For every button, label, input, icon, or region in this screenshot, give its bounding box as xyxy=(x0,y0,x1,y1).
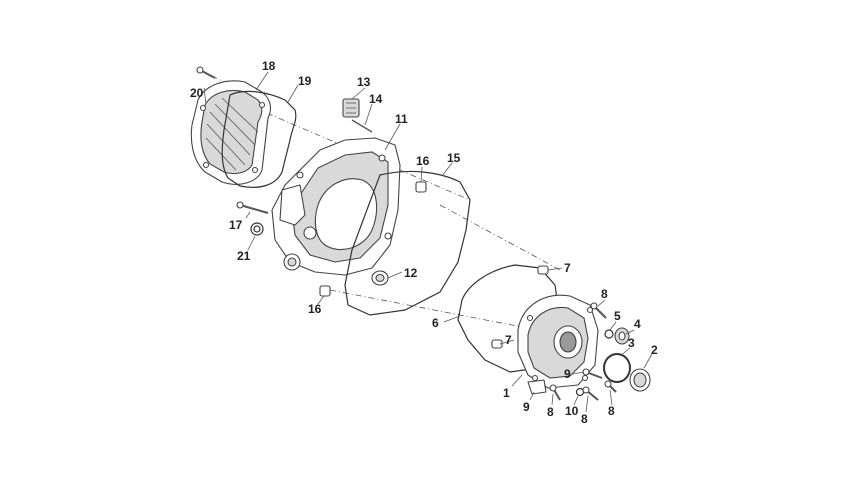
callout-8-mid: 8 xyxy=(581,412,588,426)
callout-2: 2 xyxy=(651,343,658,357)
outer-clutch-cover xyxy=(190,80,272,185)
callout-15: 15 xyxy=(447,151,461,165)
bolt-20 xyxy=(196,66,216,79)
clutch-cover-11 xyxy=(271,137,401,276)
bolt-8-mid xyxy=(582,386,599,401)
callouts: 20 18 19 13 14 11 16 15 17 21 12 16 7 8 … xyxy=(190,59,658,426)
dowel-pin-16-bottom xyxy=(319,285,331,297)
bolt-17 xyxy=(236,201,269,214)
oil-seal-12 xyxy=(371,270,389,286)
callout-14: 14 xyxy=(369,92,383,106)
callout-6: 6 xyxy=(432,316,439,330)
callout-11: 11 xyxy=(395,112,408,126)
callout-13: 13 xyxy=(357,75,371,89)
callout-8-top: 8 xyxy=(601,287,608,301)
callout-18: 18 xyxy=(262,59,276,73)
leader-lines xyxy=(203,71,653,413)
spring-14 xyxy=(351,119,373,133)
callout-9-right: 9 xyxy=(564,367,571,381)
clip-21 xyxy=(250,222,264,236)
cap-2 xyxy=(629,368,651,392)
bolt-8-top xyxy=(590,302,607,319)
dowel-pin-16-top xyxy=(415,181,427,193)
dowel-7-bottom xyxy=(491,339,503,349)
callout-5: 5 xyxy=(614,309,621,323)
callout-21: 21 xyxy=(237,249,251,263)
callout-12: 12 xyxy=(404,266,418,280)
gasket-15 xyxy=(344,170,471,316)
callout-3: 3 xyxy=(628,336,635,350)
callout-20: 20 xyxy=(190,86,204,100)
plug-4 xyxy=(614,327,630,345)
callout-17: 17 xyxy=(229,218,243,232)
callout-9-left: 9 xyxy=(523,400,530,414)
washer-5 xyxy=(604,329,614,339)
o-ring-3 xyxy=(603,353,631,383)
callout-7-bottom: 7 xyxy=(505,333,512,347)
callout-19: 19 xyxy=(298,74,312,88)
gasket-6 xyxy=(457,264,561,373)
callout-1: 1 xyxy=(503,386,510,400)
callout-8-left: 8 xyxy=(547,405,554,419)
filter-13 xyxy=(342,98,360,118)
callout-16-bottom: 16 xyxy=(308,302,322,316)
bracket-9-left xyxy=(527,379,547,395)
callout-4: 4 xyxy=(634,317,641,331)
callout-10: 10 xyxy=(565,404,579,418)
gasket-19 xyxy=(221,90,297,188)
dowel-7-top xyxy=(537,265,549,275)
bolt-9-right xyxy=(582,368,603,379)
callout-8-right: 8 xyxy=(608,404,615,418)
callout-16-top: 16 xyxy=(416,154,430,168)
right-cover-1 xyxy=(517,294,599,389)
callout-7-top: 7 xyxy=(564,261,571,275)
bolt-8-left xyxy=(549,384,561,401)
bolt-8-right xyxy=(604,380,617,393)
washer-10 xyxy=(575,387,585,397)
